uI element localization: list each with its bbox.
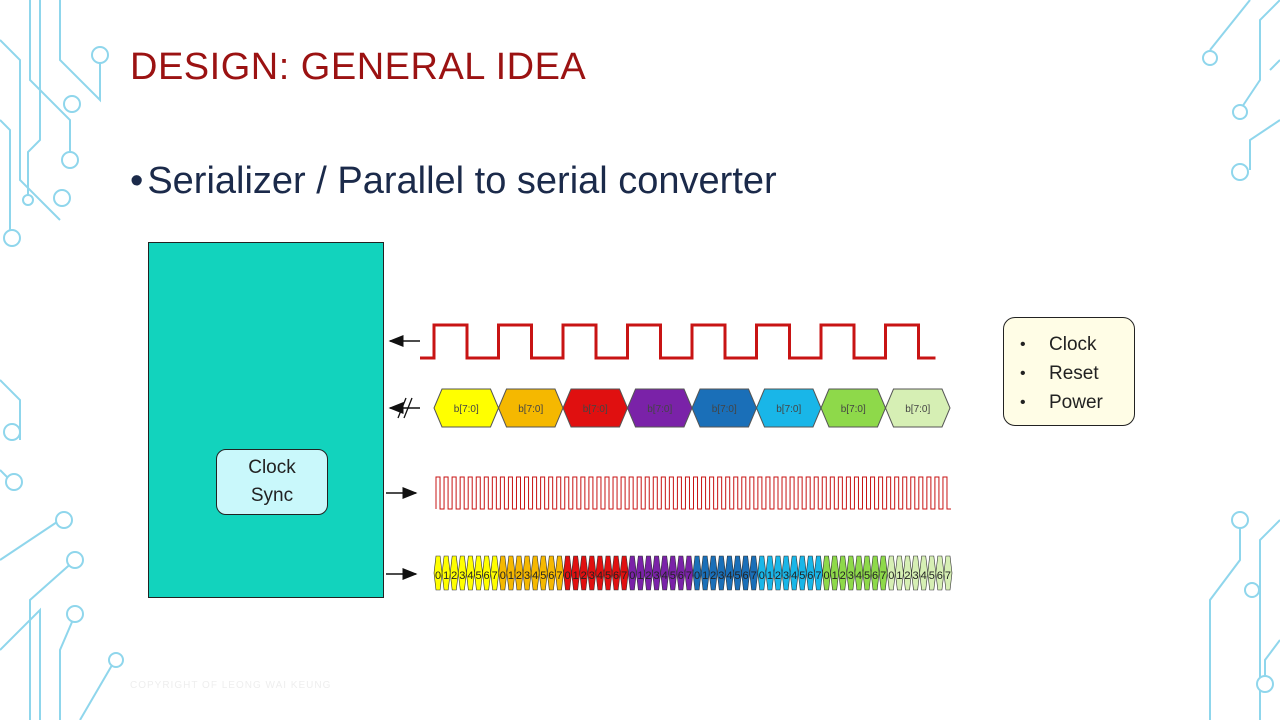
serial-bit-label: 3 <box>783 570 789 582</box>
serial-bit <box>943 555 953 591</box>
serial-bit-label: 5 <box>929 570 935 582</box>
bus-segment-label: b[7:0] <box>841 404 866 415</box>
serial-bit-label: 0 <box>500 570 506 582</box>
serial-bit-label: 3 <box>718 570 724 582</box>
serial-bit-label: 4 <box>532 570 538 582</box>
serial-bit-label: 4 <box>856 570 862 582</box>
serial-bit-label: 5 <box>864 570 870 582</box>
serial-bit-label: 6 <box>872 570 878 582</box>
bullet-marker: • <box>130 160 144 202</box>
clock-waveform <box>420 323 936 360</box>
bus-segment-label: b[7:0] <box>454 404 479 415</box>
serial-bit-label: 6 <box>807 570 813 582</box>
serial-bit-label: 7 <box>945 570 951 582</box>
fast-clock-waveform <box>435 476 951 510</box>
clock-waveform-line <box>420 323 936 360</box>
bus-segment-label: b[7:0] <box>583 404 608 415</box>
serial-bit-label: 1 <box>896 570 902 582</box>
bus-segment-label: b[7:0] <box>518 404 543 415</box>
serial-bit-label: 1 <box>508 570 514 582</box>
serial-bit-label: 0 <box>694 570 700 582</box>
serial-bit-label: 0 <box>823 570 829 582</box>
serial-bit-label: 4 <box>921 570 927 582</box>
serial-bit-label: 4 <box>791 570 797 582</box>
serial-bit-label: 5 <box>605 570 611 582</box>
serial-bit-label: 7 <box>880 570 886 582</box>
serial-bit-label: 7 <box>815 570 821 582</box>
copyright-watermark: COPYRIGHT OF LEONG WAI KEUNG <box>130 680 332 691</box>
serial-bit-label: 3 <box>524 570 530 582</box>
waveform-panel: b[7:0] b[7:0] b[7:0] b[7:0] b[7:0] b[7:0] b[7:… <box>386 323 953 591</box>
bus-segment-label: b[7:0] <box>776 404 801 415</box>
legend-item-reset: Reset <box>1004 359 1134 388</box>
serial-bit-label: 0 <box>629 570 635 582</box>
serial-bit-label: 5 <box>734 570 740 582</box>
serial-bit-label: 3 <box>848 570 854 582</box>
serial-bit-label: 6 <box>613 570 619 582</box>
signals-legend: Clock Reset Power <box>1003 317 1135 426</box>
bus-segment-label: b[7:0] <box>712 404 737 415</box>
serial-bit-label: 6 <box>548 570 554 582</box>
serial-bit-label: 2 <box>645 570 651 582</box>
bullet-serializer: •Serializer / Parallel to serial convert… <box>130 160 777 203</box>
serial-bit-label: 1 <box>573 570 579 582</box>
serial-bit-label: 0 <box>435 570 441 582</box>
serial-bit-label: 0 <box>564 570 570 582</box>
serial-bit-label: 6 <box>937 570 943 582</box>
serial-bit-label: 0 <box>759 570 765 582</box>
bus-segment-label: b[7:0] <box>647 404 672 415</box>
serial-bit-label: 7 <box>621 570 627 582</box>
serial-bit-label: 6 <box>484 570 490 582</box>
bus-segment-label: b[7:0] <box>905 404 930 415</box>
serial-bit-label: 5 <box>670 570 676 582</box>
serial-bit-label: 7 <box>556 570 562 582</box>
serial-bit-label: 3 <box>654 570 660 582</box>
serial-bit-label: 2 <box>775 570 781 582</box>
serial-bit-label: 4 <box>662 570 668 582</box>
serial-bit-label: 1 <box>832 570 838 582</box>
serial-bit-label: 0 <box>888 570 894 582</box>
serial-bit-label: 6 <box>743 570 749 582</box>
serial-bit-label: 2 <box>904 570 910 582</box>
serial-bit-label: 7 <box>751 570 757 582</box>
serial-bit-label: 1 <box>702 570 708 582</box>
serial-bit-label: 3 <box>589 570 595 582</box>
serial-bit-label: 2 <box>710 570 716 582</box>
serial-bit-label: 1 <box>443 570 449 582</box>
serial-bit-label: 2 <box>516 570 522 582</box>
serial-bit-label: 5 <box>799 570 805 582</box>
clock-sync-box: Clock Sync <box>216 449 328 515</box>
serial-bit-label: 2 <box>451 570 457 582</box>
bus-segment <box>884 388 951 428</box>
serial-bit-label: 3 <box>913 570 919 582</box>
bullet-text: Serializer / Parallel to serial converte… <box>147 160 777 202</box>
bus-width-slash-icon <box>397 397 413 419</box>
serial-bit-label: 5 <box>540 570 546 582</box>
serial-bit-label: 4 <box>726 570 732 582</box>
parallel-bus-waveform: b[7:0] b[7:0] b[7:0] b[7:0] b[7:0] b[7:0] b[7:… <box>433 388 951 428</box>
serial-bit-label: 4 <box>467 570 473 582</box>
legend-item-power: Power <box>1004 388 1134 417</box>
serial-bit-label: 2 <box>840 570 846 582</box>
serializer-block: Clock Sync <box>148 242 384 598</box>
serial-bit-label: 1 <box>767 570 773 582</box>
serial-bit-label: 5 <box>475 570 481 582</box>
serial-bit-label: 7 <box>492 570 498 582</box>
serial-bit-label: 2 <box>581 570 587 582</box>
serial-bit-label: 1 <box>637 570 643 582</box>
fast-clock-waveform-line <box>435 476 951 510</box>
legend-item-clock: Clock <box>1004 330 1134 359</box>
serial-bit-label: 4 <box>597 570 603 582</box>
circuit-decoration-left <box>0 0 124 720</box>
serial-bit-label: 6 <box>678 570 684 582</box>
slide-title: DESIGN: GENERAL IDEA <box>130 46 587 88</box>
serial-bit-label: 3 <box>459 570 465 582</box>
circuit-decoration-right <box>1202 0 1280 720</box>
serial-bit-label: 7 <box>686 570 692 582</box>
